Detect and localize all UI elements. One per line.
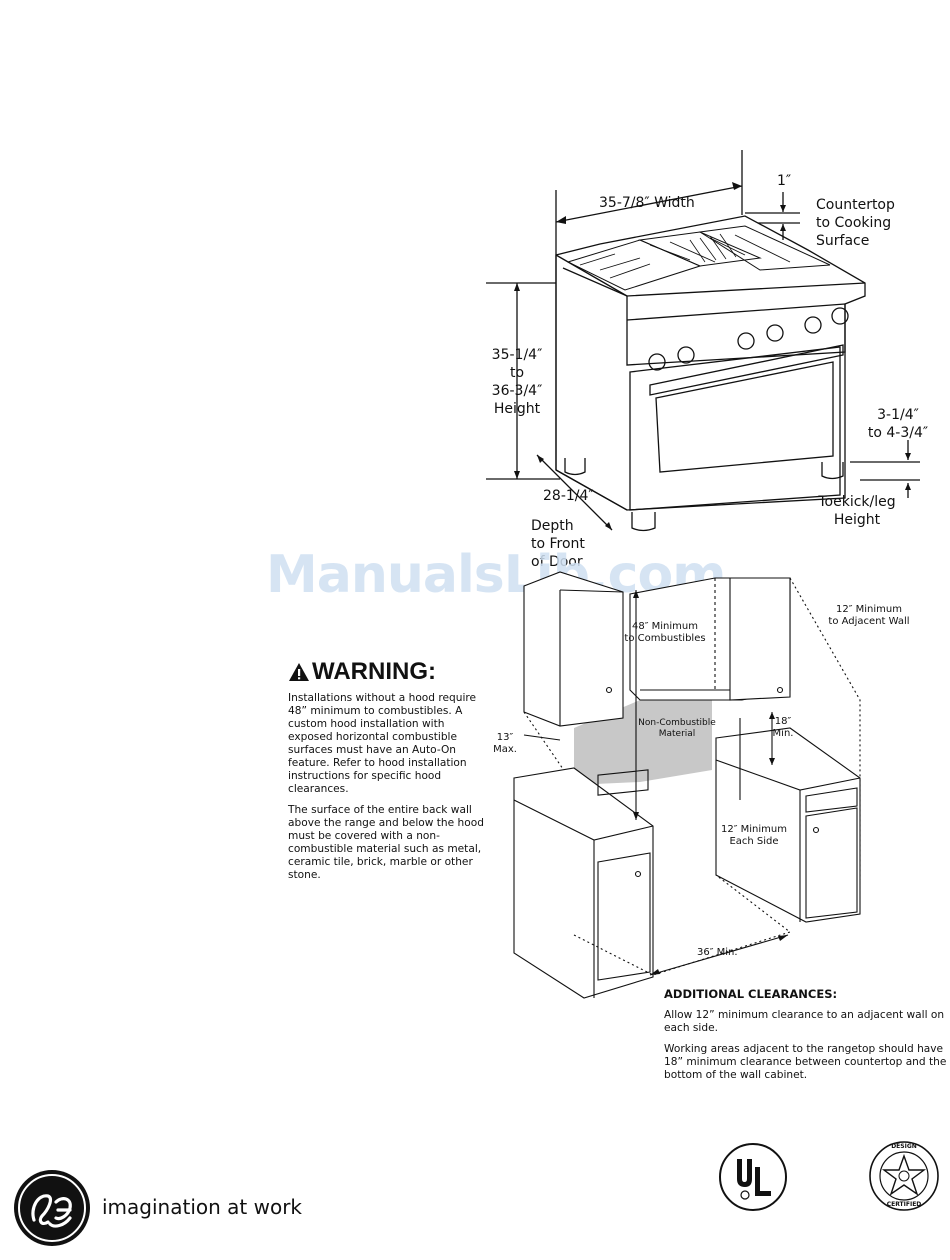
additional-clearances-title: ADDITIONAL CLEARANCES: xyxy=(664,987,838,1001)
ge-logo-icon xyxy=(14,1170,90,1246)
top-offset-label: 1″ xyxy=(777,173,792,189)
toekick-label: Toekick/leg Height xyxy=(818,494,896,528)
ul-mark: UL xyxy=(719,1143,787,1211)
depth-value-label: 28-1/4″ xyxy=(543,488,594,504)
warning-title: WARNING: xyxy=(312,658,436,685)
warning-paragraph-1: Installations without a hood require 48”… xyxy=(288,692,477,795)
each-side-label: 12″ Minimum Each Side xyxy=(721,824,787,847)
additional-clearances-paragraph-1: Allow 12” minimum clearance to an adjace… xyxy=(664,1009,945,1034)
ge-tagline: imagination at work xyxy=(102,1195,302,1219)
clearance-illustration xyxy=(513,571,861,999)
seal-text-top: DESIGN xyxy=(891,1143,917,1150)
seal-text-bottom: CERTIFIED xyxy=(886,1201,922,1208)
range-illustration xyxy=(486,150,920,532)
certified-star-icon xyxy=(869,1141,939,1211)
warning-heading: WARNING: xyxy=(288,658,488,686)
toekick-value-label: 3-1/4″ to 4-3/4″ xyxy=(867,407,929,441)
warning-paragraph-2: The surface of the entire back wall abov… xyxy=(288,804,484,881)
width-min-label: 36″ Min. xyxy=(697,947,738,958)
warning-block: WARNING: Installations without a hood re… xyxy=(288,658,488,882)
cabinet-depth-label: 13″ Max. xyxy=(493,732,517,755)
ul-letters-icon xyxy=(737,1159,771,1200)
additional-clearances-paragraph-2: Working areas adjacent to the rangetop s… xyxy=(664,1043,947,1081)
additional-clearances-block: ADDITIONAL CLEARANCES: Allow 12” minimum… xyxy=(664,987,949,1082)
warning-triangle-icon xyxy=(289,663,309,681)
non-combustible-label: Non-Combustible Material xyxy=(638,718,716,739)
countertop-label: Countertop to Cooking Surface xyxy=(816,197,895,249)
height-dimension-label: 35-1/4″ to 36-3/4″ Height xyxy=(491,347,543,417)
depth-label: Depth to Front of Door xyxy=(531,518,585,570)
adjacent-wall-label: 12″ Minimum to Adjacent Wall xyxy=(828,604,910,627)
width-dimension-label: 35-7/8″ Width xyxy=(599,195,695,211)
design-certified-seal: DESIGN CERTIFIED xyxy=(868,1140,940,1212)
countertop-clearance-label: 18″ Min. xyxy=(772,716,794,739)
min-combustibles-label: 48″ Minimum to Combustibles xyxy=(624,621,706,644)
